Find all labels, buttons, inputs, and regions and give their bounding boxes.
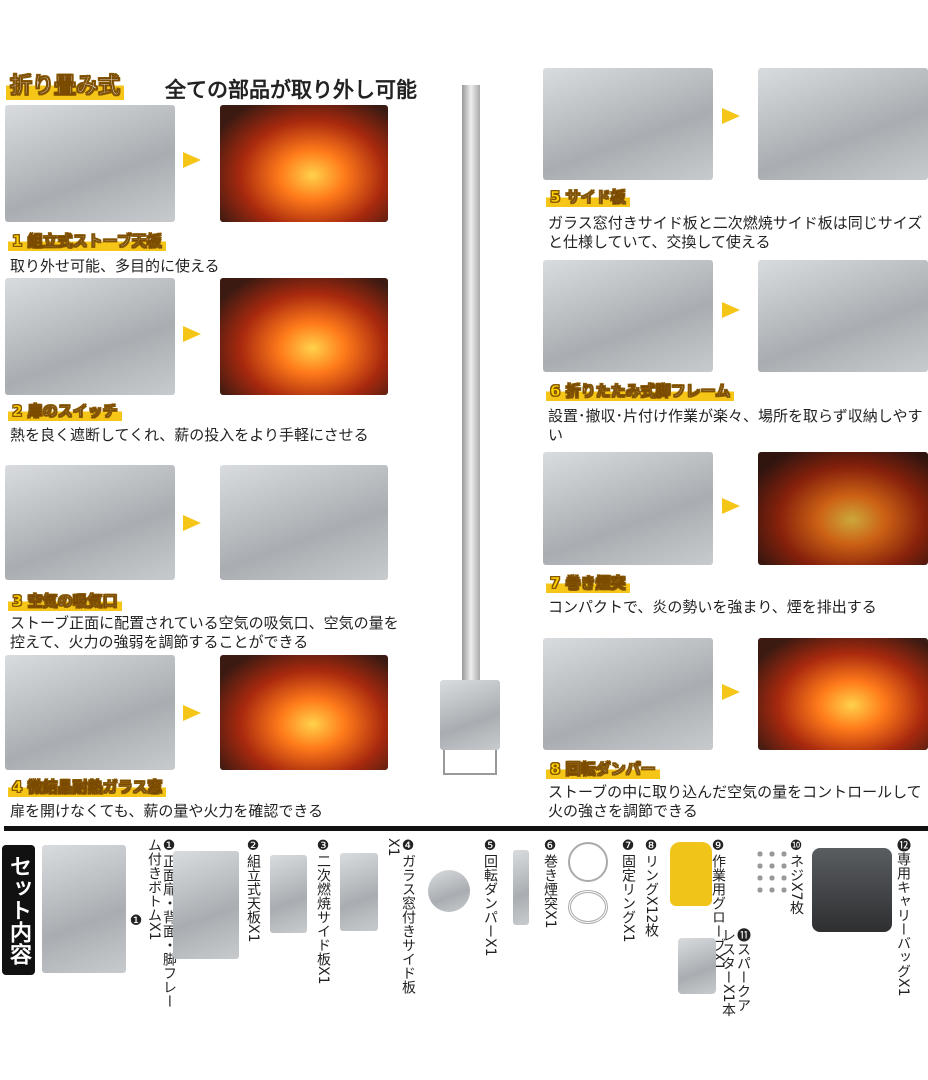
tent-stove-photo <box>758 452 928 565</box>
item-2-label: ❷組立式天板X1 <box>245 838 261 943</box>
damper-item <box>428 870 470 912</box>
item-1: ❶ <box>128 913 144 929</box>
chimney-item <box>513 850 529 925</box>
fire-photo <box>758 638 928 750</box>
damper-photo <box>543 638 713 750</box>
secondary-burn-panel-item <box>270 855 307 933</box>
section-label: 8 回転ダンパー <box>546 758 660 779</box>
fire-photo <box>220 105 388 222</box>
side-panel-photo <box>543 68 713 180</box>
stove-body-item <box>42 845 126 973</box>
section-desc: ストーブの中に取り込んだ空気の量をコントロールして火の強さを調節できる <box>548 783 922 820</box>
air-intake-detail-photo <box>220 465 388 580</box>
item-5-label: ❺回転ダンパーX1 <box>482 838 498 957</box>
item-12-label: ⓬専用キャリーバッグX1 <box>895 838 911 997</box>
stove-legs <box>443 750 497 775</box>
spark-arrester-item <box>678 938 716 994</box>
air-intake-photo <box>5 465 175 580</box>
side-panel-detail-photo <box>758 68 928 180</box>
arrow-icon <box>183 326 201 342</box>
item-1-label: ❶正面扉・背面・脚フレーム付きボトムX1 <box>146 838 177 1008</box>
section-label: 4 微結晶耐熱ガラス窓 <box>8 776 167 797</box>
item-11-label: ⓫スパークアレスターX1本 <box>720 928 751 1017</box>
door-switch-photo <box>5 278 175 395</box>
arrow-icon <box>183 152 201 168</box>
set-contents-title: セット内容 <box>2 845 35 975</box>
fixing-ring-item <box>568 842 608 882</box>
divider <box>4 826 928 831</box>
arrow-icon <box>722 498 740 514</box>
page-title: 全ての部品が取り外し可能 <box>165 78 417 102</box>
section-label: 1 組立式ストーブ天板 <box>8 230 166 251</box>
arrow-icon <box>722 684 740 700</box>
section-desc: 扉を開けなくても、薪の量や火力を確認できる <box>10 802 324 820</box>
section-desc: 熱を良く遮断してくれ、薪の投入をより手軽にさせる <box>10 426 369 444</box>
item-4-label: ❹ガラス窓付きサイド板X1 <box>385 838 416 994</box>
item-6-label: ❻巻き煙突X1 <box>542 838 558 929</box>
section-desc: コンパクトで、炎の勢いを強まり、煙を排出する <box>548 598 877 616</box>
carry-bag-item <box>812 848 892 932</box>
fire-window-photo <box>220 655 388 770</box>
item-8-label: ❽リングX12枚 <box>643 838 659 938</box>
section-desc: ガラス窓付きサイド板と二次燃焼サイド板は同じサイズと仕様していて、交換して使える <box>548 214 923 251</box>
item-3-label: ❸二次燃焼サイド板X1 <box>315 838 331 985</box>
ring-item <box>568 890 608 924</box>
section-desc: 取り外せ可能、多目的に使える <box>10 257 220 275</box>
leg-frame-photo <box>543 260 713 372</box>
section-label: 7 巻き煙突 <box>546 572 630 593</box>
chimney-pipe <box>462 85 480 685</box>
section-desc: 設置･撤収･片付け作業が楽々、場所を取らず収納しやすい <box>548 407 923 444</box>
section-label: 3 空気の吸気口 <box>8 590 122 611</box>
section-label: 6 折りたたみ式脚フレーム <box>546 380 735 401</box>
section-label: 2 扉のスイッチ <box>8 400 122 421</box>
glass-window-photo <box>5 655 175 770</box>
top-plate-item <box>173 851 239 959</box>
folding-badge: 折り畳み式 <box>6 68 125 100</box>
arrow-icon <box>183 705 201 721</box>
item-7-label: ❼固定リングX1 <box>620 838 636 943</box>
section-desc: ストーブ正面に配置されている空気の吸気口、空気の量を控えて、火力の強弱を調節する… <box>10 614 399 651</box>
arrow-icon <box>722 108 740 124</box>
screws-item <box>754 848 788 898</box>
glove-item <box>670 842 712 906</box>
stove-top-photo <box>5 105 175 222</box>
stove-body <box>440 680 500 750</box>
folded-stove-photo <box>758 260 928 372</box>
fire-photo <box>220 278 388 395</box>
arrow-icon <box>183 515 201 531</box>
rolled-chimney-photo <box>543 452 713 565</box>
section-label: 5 サイド板 <box>546 186 630 207</box>
arrow-icon <box>722 302 740 318</box>
glass-panel-item <box>340 853 378 931</box>
item-10-label: ❿ネジX7枚 <box>788 838 804 915</box>
